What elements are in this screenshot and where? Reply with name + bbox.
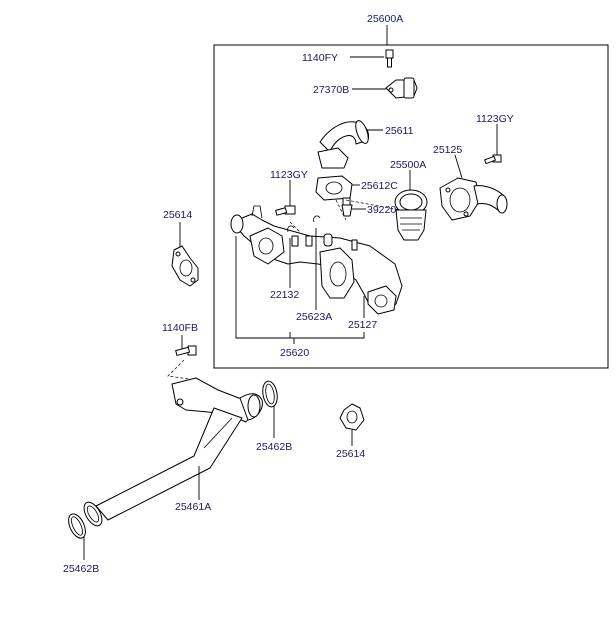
label-sensor: 27370B	[313, 84, 349, 96]
bolt-1140fy-part	[350, 49, 394, 68]
label-fitting: 25127	[348, 319, 377, 331]
gasket-25614-lower-part	[339, 403, 365, 446]
bolt-guide-line	[167, 359, 197, 381]
label-inlet-pipe: 25461A	[175, 501, 211, 513]
manifold-bracket	[235, 236, 365, 344]
assembly-frame	[213, 44, 609, 369]
assembly-guide-lines	[289, 199, 401, 233]
label-bolt-right: 1123GY	[476, 113, 514, 125]
pins-part	[287, 215, 365, 318]
manifold-25620-part	[230, 205, 403, 315]
label-bolt-lower: 1140FB	[162, 322, 198, 334]
label-pin-a: 22132	[270, 289, 299, 301]
sensor-39220-part	[341, 197, 366, 217]
label-thermostat: 25500A	[390, 159, 426, 171]
label-oring-top: 25462B	[256, 441, 292, 453]
inlet-pipe-25461a-part	[83, 377, 263, 527]
label-manifold: 25620	[280, 347, 309, 359]
label-bolt-top: 1140FY	[302, 52, 338, 64]
oring-25462b-top-part	[262, 380, 278, 438]
gasket-25612c-part	[315, 175, 360, 201]
label-sensor-small: 39220	[367, 204, 396, 216]
label-assembly: 25600A	[367, 13, 403, 25]
label-pin-b: 25623A	[296, 311, 332, 323]
oring-25462b-bottom-part	[68, 513, 86, 560]
housing-cover-25125-part	[439, 154, 508, 221]
gasket-25614-left-part	[171, 222, 199, 287]
label-gasket-top: 25612C	[361, 180, 398, 192]
label-outlet-pipe: 25611	[385, 125, 414, 137]
outlet-pipe-25611-part	[317, 120, 383, 169]
label-housing-cover: 25125	[433, 144, 462, 156]
label-oring-bottom: 25462B	[63, 563, 99, 575]
bolt-1123gy-mid-part	[275, 180, 296, 216]
bolt-1140fb-part	[175, 335, 197, 356]
sensor-27370b-part	[352, 77, 418, 99]
label-gasket-lower: 25614	[336, 448, 365, 460]
bolt-1123gy-right-part	[484, 124, 502, 165]
thermostat-25500a-part	[394, 170, 428, 241]
label-bolt-mid: 1123GY	[270, 169, 308, 181]
label-gasket-left: 25614	[163, 209, 192, 221]
